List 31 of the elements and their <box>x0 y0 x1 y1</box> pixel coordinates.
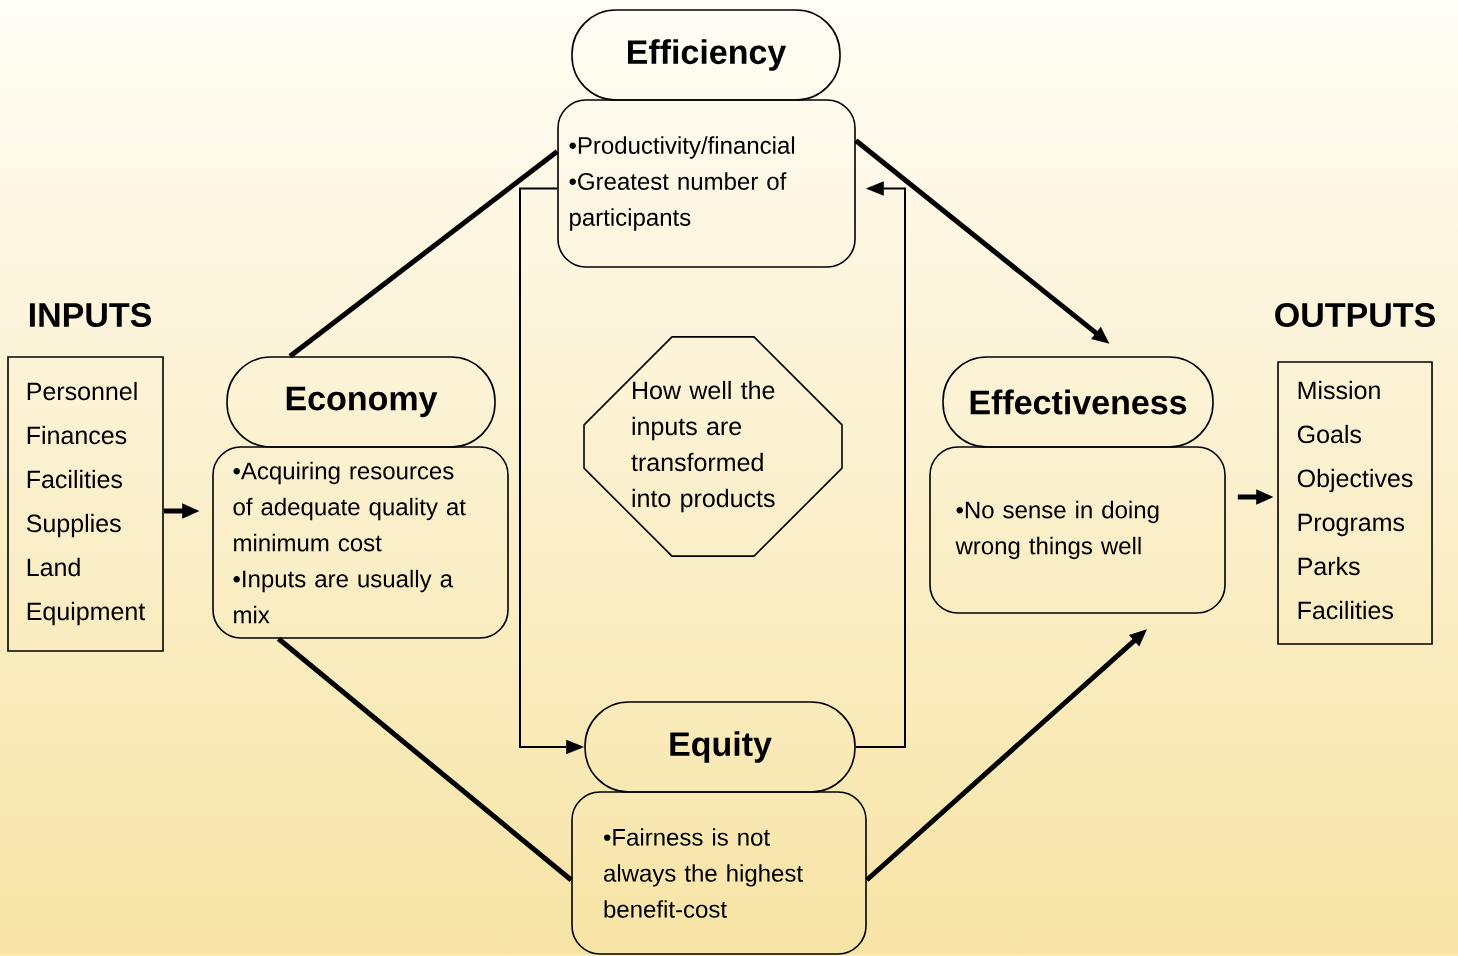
text-box <box>557 99 856 268</box>
text-box <box>212 446 509 639</box>
note-text: How well the inputs are transformed into products <box>631 380 775 513</box>
header-pill: Effectiveness <box>942 356 1214 448</box>
list-item: Personnel <box>27 381 137 401</box>
heading: INPUTS <box>29 302 151 328</box>
list-item: Objectives <box>1297 468 1413 493</box>
list-item: Mission <box>1298 380 1380 400</box>
list-item: Programs <box>1298 513 1405 537</box>
bullet-text: •Greatest number of participants <box>569 172 787 231</box>
bullet-text: •Inputs are usually a mix <box>233 569 453 624</box>
header-pill: Economy <box>226 356 496 448</box>
list-item: Land <box>27 557 80 577</box>
list-item: Finances <box>27 425 127 445</box>
list-item: Parks <box>1298 556 1360 576</box>
list-item: Supplies <box>26 513 121 538</box>
arrow <box>854 181 906 748</box>
octagon <box>583 336 843 557</box>
text-box <box>571 791 867 955</box>
list-item: Facilities <box>1298 600 1393 620</box>
heading: OUTPUTS <box>1275 302 1435 328</box>
header-pill: Efficiency <box>571 9 841 101</box>
list-item: Goals <box>1297 424 1362 444</box>
bullet-text: •Acquiring resources of adequate quality at minimum cost <box>233 461 466 552</box>
bullet-text: •Productivity/financial <box>569 136 795 159</box>
list-item: Facilities <box>27 469 123 489</box>
list-item: Equipment <box>27 601 146 626</box>
bullet-text: •No sense in doing wrong things well <box>955 500 1159 560</box>
header-pill: Equity <box>584 701 856 793</box>
bullet-text: •Fairness is not always the highest benefit-cost <box>603 828 803 918</box>
text-box <box>929 446 1226 614</box>
